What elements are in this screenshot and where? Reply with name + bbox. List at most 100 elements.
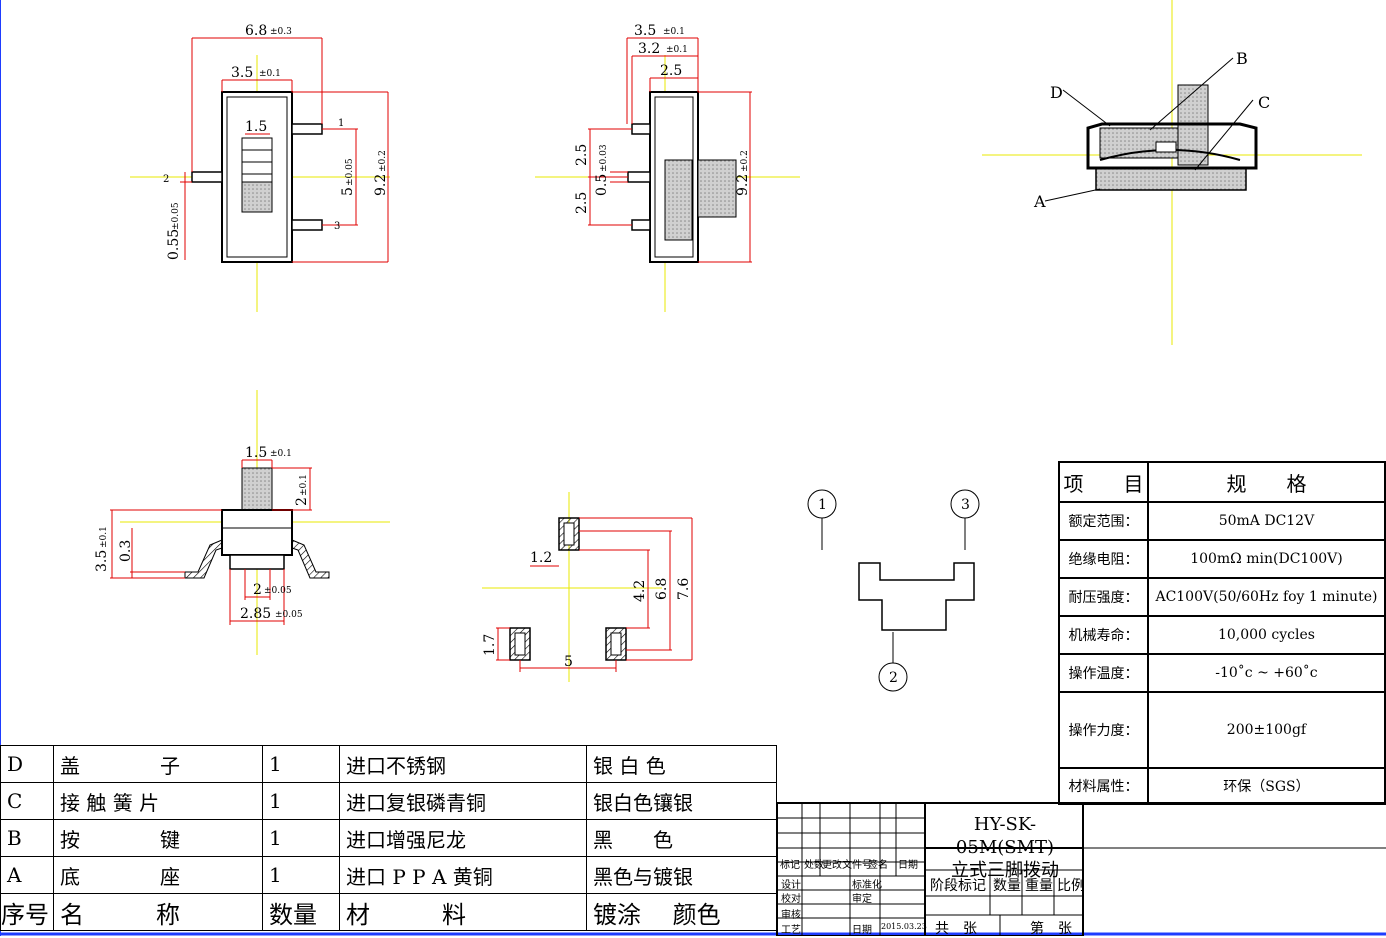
side-d5: 0.5 <box>594 174 610 196</box>
spec-value: 环保（SGS） <box>1146 767 1386 805</box>
section-label-d: D <box>1050 83 1063 102</box>
tb-sign: 签名 <box>868 860 888 871</box>
bom-header-material: 材 料 <box>339 893 587 931</box>
spec-value: 200±100gf <box>1146 691 1386 769</box>
section-view: A B C D <box>982 0 1362 345</box>
tb-mark: 标记 <box>780 860 800 871</box>
circuit-pin2: 2 <box>889 670 898 686</box>
tb-doc: 更改文件号 <box>822 860 872 871</box>
circuit-pin1: 1 <box>818 497 827 513</box>
bom-qty: 1 <box>262 856 340 894</box>
product-name: 立式三脚拨动 <box>951 860 1059 881</box>
spec-value: -10˚c ~ +60˚c <box>1146 653 1386 693</box>
bom-qty: 1 <box>262 782 340 820</box>
spec-table: 项 目 规 格 额定范围：50mA DC12V 绝缘电阻：100mΩ min(D… <box>1058 461 1386 805</box>
bom-header-part: 名 称 <box>53 893 263 931</box>
front-lead: 0.3 <box>118 540 134 562</box>
product-model: HY-SK-05M(SMT) <box>955 814 1055 858</box>
bom-header-qty: 数量 <box>262 893 340 931</box>
front-p2-tol: ±0.05 <box>275 610 303 620</box>
side-d5-tol: ±0.03 <box>599 144 609 172</box>
pcb-b: 6.8 <box>654 578 670 600</box>
bom-finish: 黑色与镀银 <box>586 856 777 894</box>
spec-label: 额定范围： <box>1058 501 1149 541</box>
pcb-a: 4.2 <box>632 580 648 602</box>
front-knob-h: 2 <box>294 497 310 506</box>
tb-qty: 数量 <box>993 878 1021 894</box>
top-pitch-tol: ±0.05 <box>345 158 355 186</box>
bom-finish: 银 白 色 <box>586 745 777 783</box>
bom-material: 进口不锈钢 <box>339 745 587 783</box>
tb-review: 审定 <box>852 894 872 905</box>
section-label-c: C <box>1258 93 1270 112</box>
bom-finish: 银白色镶银 <box>586 782 777 820</box>
front-knob-h-tol: ±0.1 <box>299 474 309 496</box>
side-d3: 2.5 <box>660 63 682 79</box>
tb-std: 标准化 <box>852 880 882 891</box>
bom-index: B <box>0 819 54 857</box>
side-d1-tol: ±0.1 <box>663 27 685 37</box>
top-height-dim: 9.2 <box>373 174 389 196</box>
bom-part: 盖 子 <box>53 745 263 783</box>
bom-part: 按 键 <box>53 819 263 857</box>
spec-value: 100mΩ min(DC100V) <box>1146 539 1386 579</box>
tb-audit: 审核 <box>781 910 801 921</box>
spec-label: 机械寿命： <box>1058 615 1149 655</box>
top-pin-width-dim: 0.55 <box>166 229 182 260</box>
bom-material: 进口增强尼龙 <box>339 819 587 857</box>
pin1-label: 1 <box>338 118 344 129</box>
pcb-layout: 1.2 4.2 6.8 7.6 1.7 5 <box>482 492 693 682</box>
front-knob-tol: ±0.1 <box>270 449 292 459</box>
tb-date-label: 日期 <box>852 925 872 936</box>
section-label-b: B <box>1236 49 1248 68</box>
circuit-pin3: 3 <box>961 497 970 513</box>
spec-header-value: 规 格 <box>1146 461 1386 503</box>
spec-value: 10,000 cycles <box>1146 615 1386 655</box>
top-knob-dim: 1.5 <box>245 119 267 135</box>
section-label-a: A <box>1033 192 1046 211</box>
top-width-tol: ±0.3 <box>270 27 292 37</box>
tb-date-h: 日期 <box>898 860 918 871</box>
spec-value: AC100V(50/60Hz foy 1 minute) <box>1146 577 1386 617</box>
spec-label: 绝缘电阻： <box>1058 539 1149 579</box>
bom-index: C <box>0 782 54 820</box>
top-body-tol: ±0.1 <box>259 69 281 79</box>
bom-index: D <box>0 745 54 783</box>
side-d6: 2.5 <box>574 192 590 214</box>
tb-stage: 阶段标记 <box>930 878 986 894</box>
tb-weight: 重量 <box>1025 878 1053 894</box>
front-knob: 1.5 <box>245 445 267 461</box>
side-view: 3.5 ±0.1 3.2 ±0.1 2.5 2.5 0.5 ±0.03 2.5 … <box>535 23 800 312</box>
tb-total: 共 张 <box>935 921 977 937</box>
front-p1: 2 <box>253 582 262 598</box>
spec-label: 操作温度： <box>1058 653 1149 693</box>
bom-material: 进口复银磷青铜 <box>339 782 587 820</box>
spec-label: 材料属性： <box>1058 767 1149 805</box>
front-view: 1.5 ±0.1 2 ±0.1 3.5 ±0.1 0.3 2 ±0.05 2.8… <box>94 390 390 655</box>
tb-scale: 比例 <box>1057 878 1085 894</box>
spec-header-item: 项 目 <box>1058 461 1149 503</box>
tb-place: 处数 <box>804 860 824 871</box>
front-p2: 2.85 <box>240 606 271 622</box>
pin3-label: 3 <box>334 221 340 232</box>
pcb-h: 1.7 <box>482 634 498 656</box>
bom-header-finish: 镀涂 颜色 <box>586 893 777 931</box>
front-p1-tol: ±0.05 <box>264 586 292 596</box>
bom-qty: 1 <box>262 745 340 783</box>
side-d7-tol: ±0.2 <box>740 150 750 172</box>
tb-sheet: 第 张 <box>1030 921 1072 937</box>
tb-design: 设计 <box>781 880 801 891</box>
circuit-diagram: 1 3 2 <box>807 489 980 692</box>
side-d1: 3.5 <box>634 23 656 39</box>
pin2-label: 2 <box>163 174 169 185</box>
bom-table: D 盖 子 1 进口不锈钢 银 白 色 C 接 触 簧 片 1 进口复银磷青铜 … <box>0 745 777 931</box>
front-height: 3.5 <box>94 550 110 572</box>
spec-label: 操作力度： <box>1058 691 1149 769</box>
bom-part: 接 触 簧 片 <box>53 782 263 820</box>
tb-check: 校对 <box>781 894 801 905</box>
pcb-w: 1.2 <box>530 550 552 566</box>
side-d7: 9.2 <box>735 174 751 196</box>
bom-qty: 1 <box>262 819 340 857</box>
pcb-c: 7.6 <box>676 578 692 600</box>
bom-part: 底 座 <box>53 856 263 894</box>
